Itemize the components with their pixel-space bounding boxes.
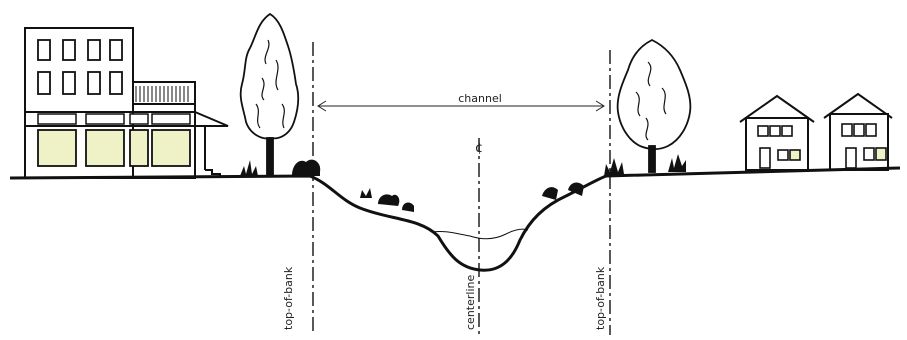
channel-label: channel	[458, 92, 502, 105]
house-icon	[739, 94, 815, 171]
ground-profile	[9, 166, 901, 272]
tree-icon	[616, 38, 692, 173]
tree-icon	[239, 12, 300, 177]
building-icon	[24, 27, 229, 179]
shrub-icon	[240, 154, 686, 212]
water-surface	[431, 228, 529, 240]
centerline-symbol: ¢	[475, 141, 483, 156]
channel-dimension-arrow	[317, 100, 605, 112]
house-icon	[823, 92, 893, 171]
centerline-label: centerline	[464, 275, 477, 330]
top-of-bank-label-left: top-of-bank	[282, 266, 295, 330]
top-of-bank-label-right: top-of-bank	[594, 266, 607, 330]
